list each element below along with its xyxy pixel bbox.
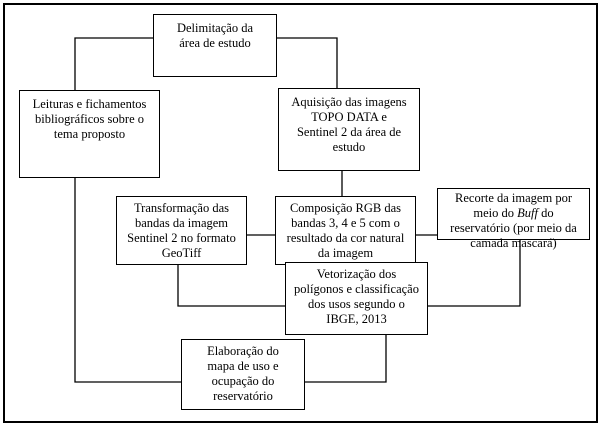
connector-vetorizacao-elaboracao	[305, 335, 387, 383]
node-leituras: Leituras e fichamentos bibliográficos so…	[19, 90, 160, 178]
node-vetorizacao: Vetorização dos polígonos e classificaçã…	[285, 262, 428, 335]
figure-border	[3, 3, 598, 423]
node-transformacao: Transformação das bandas da imagem Senti…	[116, 196, 247, 265]
node-composicao: Composição RGB das bandas 3, 4 e 5 com o…	[275, 196, 416, 265]
connector-delimitacao-aquisicao	[277, 37, 338, 88]
connector-transformacao-vetorizacao	[177, 265, 285, 307]
connector-delimitacao-leituras	[74, 37, 153, 90]
node-delimitacao: Delimitação da área de estudo	[153, 14, 277, 77]
connector-recorte-vetorizacao	[428, 240, 521, 307]
node-recorte: Recorte da imagem por meio do Buff do re…	[437, 188, 590, 250]
connector-leituras-elaboracao	[74, 178, 181, 383]
node-aquisicao: Aquisição das imagens TOPO DATA e Sentin…	[278, 88, 420, 171]
node-elaboracao: Elaboração do mapa de uso e ocupação do …	[181, 339, 305, 410]
